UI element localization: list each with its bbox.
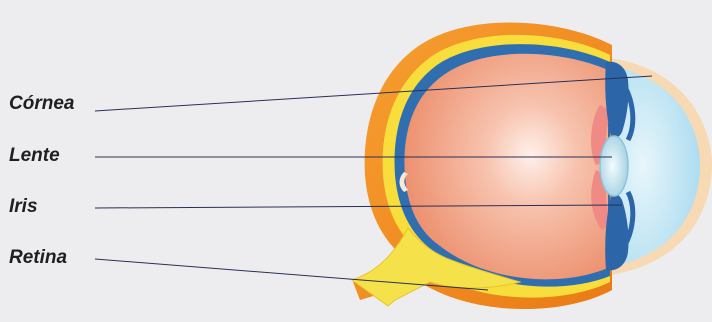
label-lens: Lente (9, 146, 60, 165)
lens-shape (600, 136, 628, 196)
label-retina: Retina (9, 248, 67, 267)
label-iris: Iris (9, 197, 38, 216)
label-cornea: Córnea (9, 94, 74, 113)
